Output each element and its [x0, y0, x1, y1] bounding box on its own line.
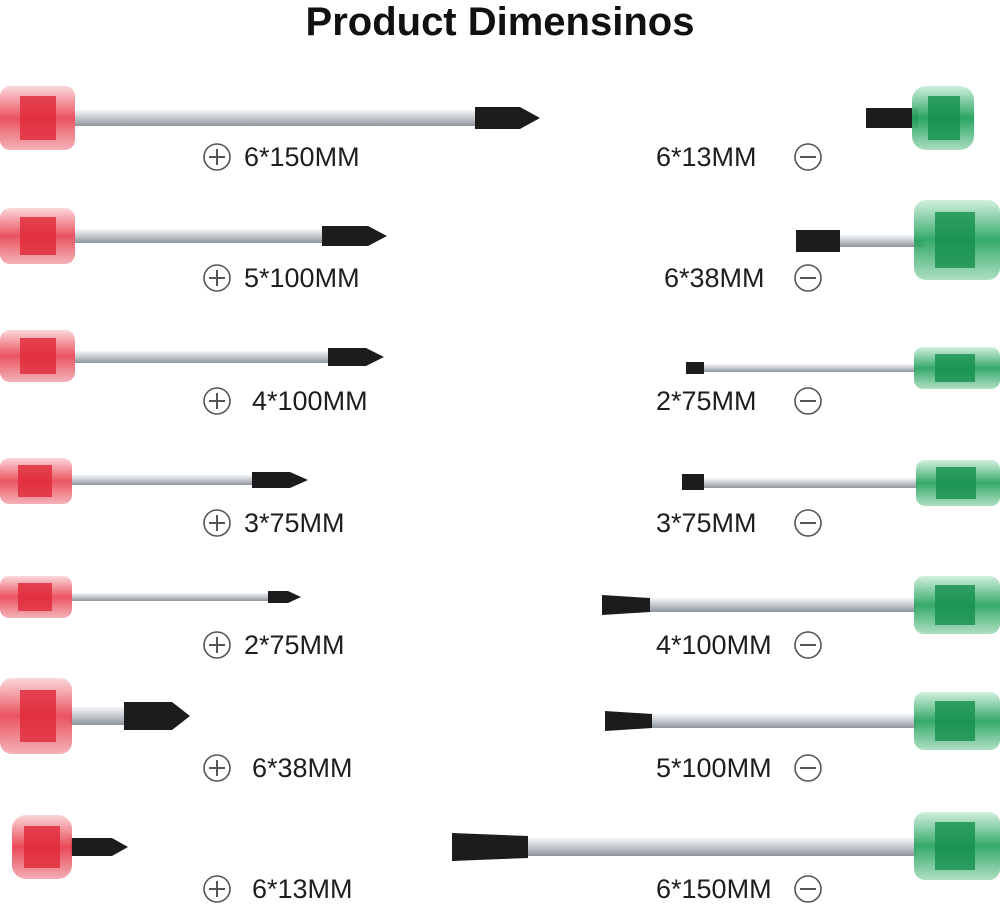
phillips-size-label: 3*75MM	[244, 508, 345, 538]
slotted-minus-icon	[793, 630, 823, 660]
phillips-size-label: 2*75MM	[244, 630, 345, 660]
slotted-minus-icon	[793, 142, 823, 172]
phillips-screwdriver-6x150	[0, 86, 540, 150]
slotted-size-label: 3*75MM	[656, 508, 757, 538]
slotted-size-label: 2*75MM	[656, 386, 757, 416]
phillips-size-label: 4*100MM	[252, 386, 368, 416]
phillips-cross-icon	[202, 142, 232, 172]
phillips-size-label: 6*13MM	[252, 874, 353, 904]
slotted-screwdriver-3x75	[682, 460, 1000, 506]
slotted-minus-icon	[793, 386, 823, 416]
phillips-cross-icon	[202, 508, 232, 538]
phillips-screwdriver-6x13	[12, 815, 128, 879]
phillips-size-label: 6*38MM	[252, 753, 353, 783]
phillips-cross-icon	[202, 753, 232, 783]
phillips-cross-icon	[202, 630, 232, 660]
phillips-cross-icon	[202, 386, 232, 416]
slotted-screwdriver-6x13	[866, 86, 974, 150]
slotted-minus-icon	[793, 753, 823, 783]
slotted-size-label: 6*150MM	[656, 874, 772, 904]
phillips-cross-icon	[202, 263, 232, 293]
phillips-screwdriver-2x75	[0, 576, 301, 618]
slotted-size-label: 6*13MM	[656, 142, 757, 172]
phillips-cross-icon	[202, 874, 232, 904]
phillips-size-label: 5*100MM	[244, 263, 360, 293]
slotted-screwdriver-2x75	[686, 347, 1000, 389]
slotted-screwdriver-6x150	[452, 812, 1000, 880]
phillips-screwdriver-5x100	[0, 208, 387, 264]
slotted-size-label: 6*38MM	[664, 263, 765, 293]
slotted-minus-icon	[793, 874, 823, 904]
slotted-minus-icon	[793, 263, 823, 293]
slotted-size-label: 5*100MM	[656, 753, 772, 783]
slotted-size-label: 4*100MM	[656, 630, 772, 660]
phillips-screwdriver-4x100	[0, 330, 384, 382]
phillips-size-label: 6*150MM	[244, 142, 360, 172]
page-title: Product Dimensinos	[305, 0, 695, 44]
slotted-screwdriver-4x100	[602, 576, 1000, 634]
slotted-minus-icon	[793, 508, 823, 538]
phillips-screwdriver-3x75	[0, 458, 308, 504]
phillips-screwdriver-6x38	[0, 678, 190, 754]
slotted-screwdriver-5x100	[605, 692, 1000, 750]
slotted-screwdriver-6x38	[796, 200, 1000, 280]
